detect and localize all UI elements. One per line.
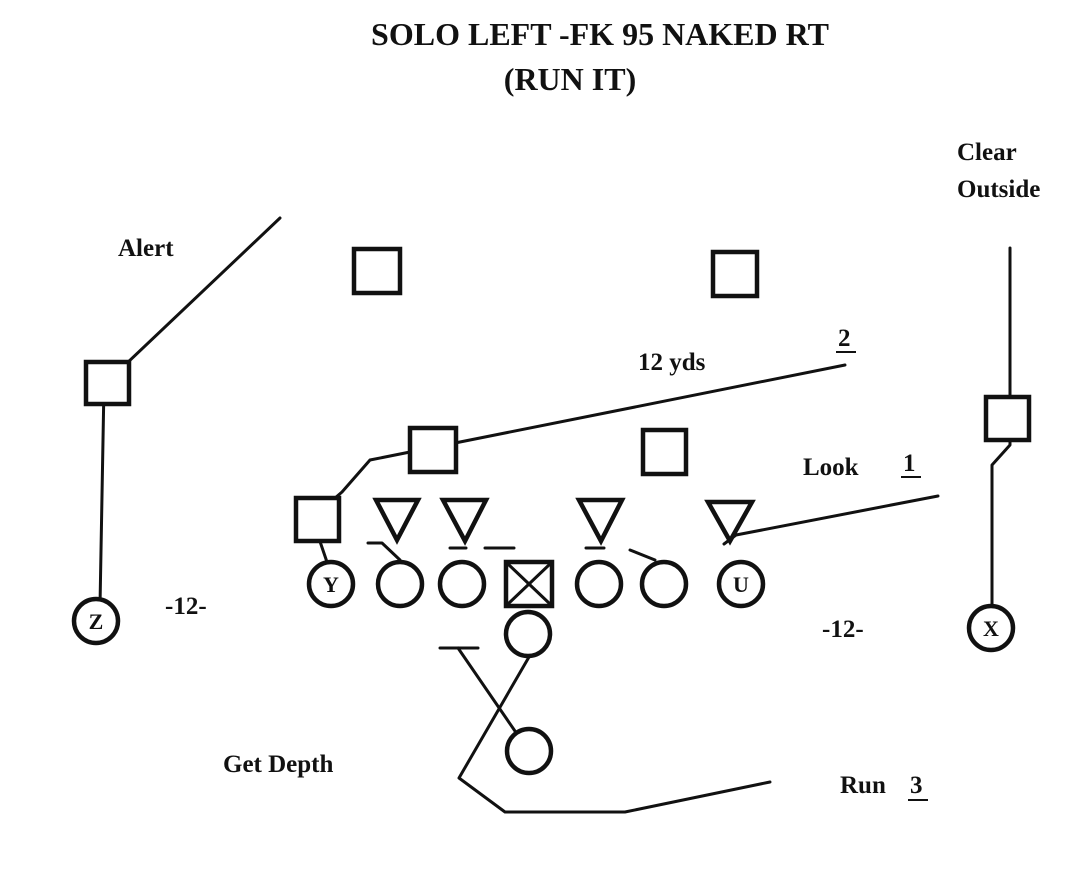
defender-triangle-3: [575, 497, 626, 546]
run-label: Run: [840, 772, 886, 799]
routes: [98, 216, 1012, 814]
defender-triangle-4: [704, 499, 756, 546]
player-u: [716, 559, 766, 609]
route-z-alert: [98, 216, 282, 608]
player-z-label: Z: [89, 609, 104, 634]
defensive-line: [372, 497, 756, 546]
defender-square-outside-left: [293, 495, 342, 544]
lineman-left-guard: [437, 559, 487, 609]
lineman-right-guard: [574, 559, 624, 609]
defender-square-right-corner: [983, 394, 1032, 443]
defender-triangle-1: [372, 497, 422, 545]
player-z: [71, 596, 121, 646]
defender-square-linebacker-left: [407, 425, 459, 475]
lineman-right-tackle: [639, 559, 689, 609]
offense: Z Y U X: [71, 559, 1016, 776]
look-label: Look: [803, 454, 859, 481]
get-depth-label: Get Depth: [223, 751, 333, 778]
play-subtitle: (RUN IT): [504, 61, 636, 97]
running-back: [504, 726, 554, 776]
quarterback: [503, 609, 553, 659]
route-qb-run: [457, 655, 772, 814]
defenders: [83, 246, 1032, 544]
split-left-label: -12-: [165, 593, 207, 620]
player-y-label: Y: [323, 572, 339, 597]
block-stub-5: [628, 548, 657, 562]
defender-triangle-2: [439, 497, 490, 546]
player-x-label: X: [983, 616, 999, 641]
clear-outside-label-line2: Outside: [957, 176, 1040, 203]
clear-outside-label-line1: Clear: [957, 139, 1017, 166]
player-x: [966, 603, 1016, 653]
look-number: 1: [903, 450, 916, 477]
route-2-number: 2: [838, 325, 851, 352]
run-number: 3: [910, 772, 923, 799]
block-stub-1: [366, 541, 402, 562]
play-title: SOLO LEFT -FK 95 NAKED RT: [371, 16, 829, 52]
defender-square-left-corner: [83, 359, 132, 407]
center: [503, 559, 555, 609]
lineman-left-tackle: [375, 559, 425, 609]
yards-label: 12 yds: [638, 349, 706, 376]
player-y: [306, 559, 356, 609]
defender-square-safety-left: [351, 246, 403, 296]
defender-square-safety-right: [710, 249, 760, 299]
alert-label: Alert: [118, 235, 174, 262]
route-look-1: [722, 494, 940, 546]
split-right-label: -12-: [822, 616, 864, 643]
defender-square-linebacker-right: [640, 427, 689, 477]
player-u-label: U: [733, 572, 749, 597]
route-x-clear: [990, 246, 1012, 612]
